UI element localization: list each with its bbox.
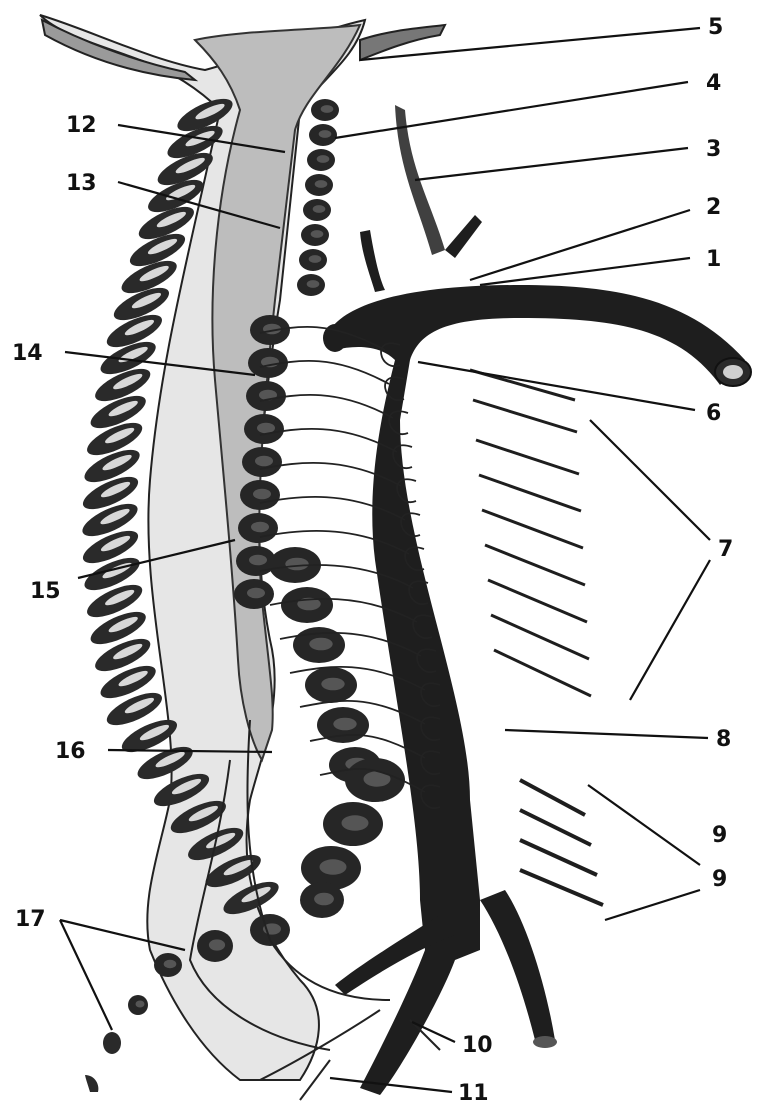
vertebral-body	[309, 124, 337, 146]
vertebral-body	[303, 199, 331, 221]
vertebral-body	[297, 274, 325, 296]
lumbar-artery	[520, 870, 603, 905]
vertebral-body	[250, 315, 290, 345]
vertebral-body	[301, 846, 361, 890]
label-11: 11	[458, 1081, 489, 1106]
lumbar-artery	[520, 780, 585, 815]
vertebral-body	[300, 882, 344, 918]
label-15: 15	[30, 579, 61, 604]
label-10: 10	[462, 1033, 493, 1058]
lumbar-artery	[520, 810, 591, 845]
vertebral-body	[238, 513, 278, 543]
label-13: 13	[66, 171, 97, 196]
vertebral-body	[307, 149, 335, 171]
label-12: 12	[66, 113, 97, 138]
coccyx	[85, 1032, 121, 1092]
label-4: 4	[706, 71, 721, 96]
label-7: 7	[718, 537, 733, 562]
label-1: 1	[706, 247, 721, 272]
intercostal-artery	[485, 545, 585, 585]
vertebral-body	[305, 667, 357, 703]
label-9a: 9	[712, 823, 727, 848]
vertebral-body	[240, 480, 280, 510]
intercostal-artery	[494, 650, 591, 696]
label-3: 3	[706, 137, 721, 162]
vertebral-body	[311, 99, 339, 121]
vertebral-body	[234, 579, 274, 609]
intercostal-artery	[491, 615, 589, 659]
label-16: 16	[55, 739, 86, 764]
label-8: 8	[716, 727, 731, 752]
vertebral-body	[246, 381, 286, 411]
intercostal-artery	[476, 440, 579, 474]
vertebral-body	[299, 249, 327, 271]
meninges-top-right	[360, 25, 445, 60]
intercostal-artery	[479, 475, 581, 511]
vertebral-body	[281, 587, 333, 623]
vertebral-body	[197, 930, 233, 962]
label-14: 14	[12, 341, 43, 366]
intercostal-artery	[488, 580, 587, 622]
vertebral-body	[242, 447, 282, 477]
vertebral-body	[323, 802, 383, 846]
label-6: 6	[706, 401, 721, 426]
intercostal-arteries	[470, 370, 603, 905]
intercostal-artery	[482, 510, 583, 548]
label-5: 5	[708, 15, 723, 40]
label-9b: 9	[712, 867, 727, 892]
label-17: 17	[15, 907, 46, 932]
intercostal-artery	[473, 400, 577, 432]
vertebral-body	[244, 414, 284, 444]
vertebral-body	[301, 224, 329, 246]
vertebral-body	[128, 995, 148, 1015]
vertebral-body	[305, 174, 333, 196]
lumbar-artery	[520, 840, 597, 875]
vertebral-body	[154, 953, 182, 977]
vertebral-body	[345, 758, 405, 802]
label-2: 2	[706, 195, 721, 220]
